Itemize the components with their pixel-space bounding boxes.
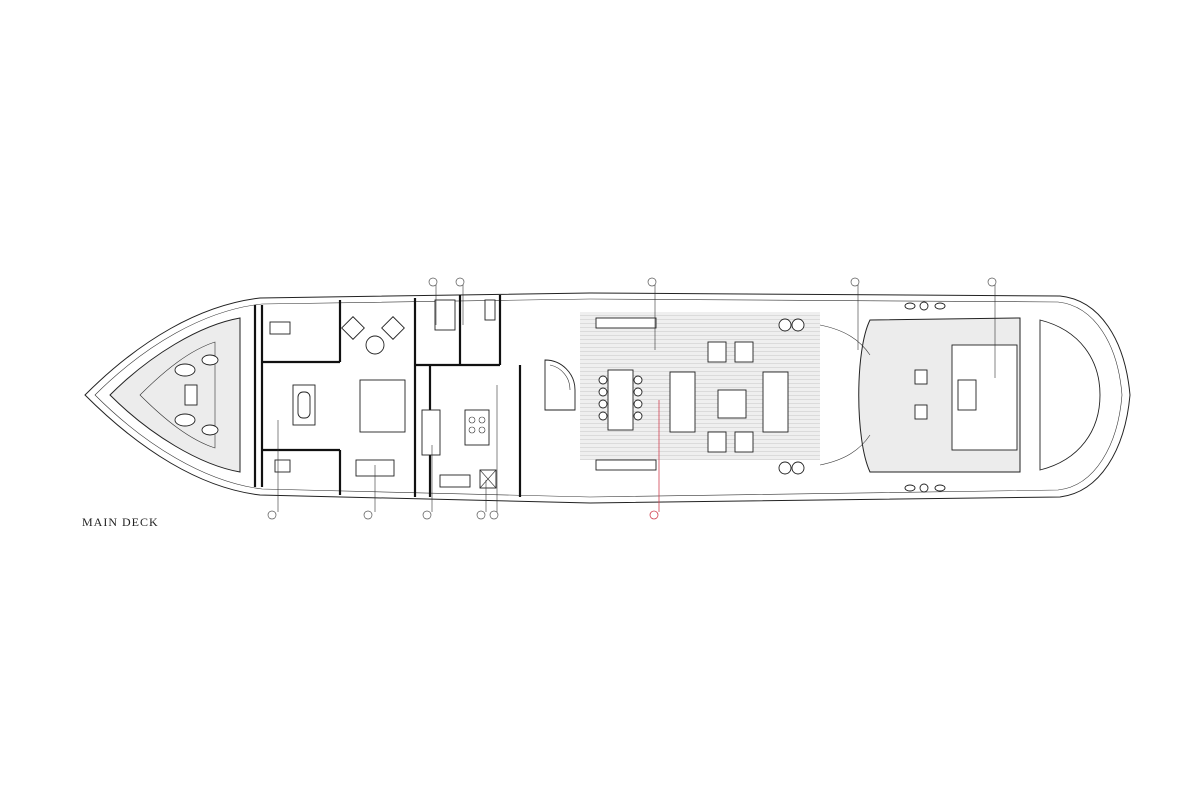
aft-deck [819, 301, 1101, 493]
spiral-staircase [544, 359, 576, 411]
foredeck [109, 317, 241, 473]
callout-markers [267, 277, 997, 520]
master-suite [269, 316, 406, 477]
interior-walls [253, 295, 522, 497]
deck-title: MAIN DECK [82, 515, 159, 529]
galley [421, 299, 497, 489]
main-salon [580, 312, 820, 475]
hull-outline [84, 292, 1131, 504]
